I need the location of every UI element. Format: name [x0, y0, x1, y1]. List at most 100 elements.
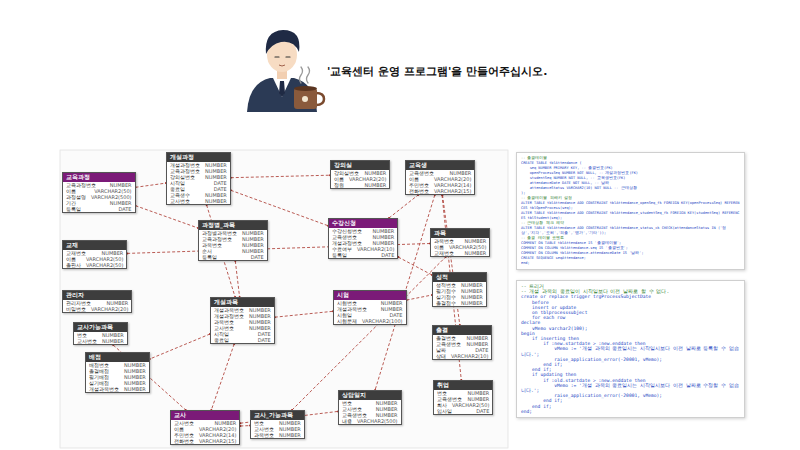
column-row: 이름VARCHAR2(50) [63, 256, 126, 262]
person-with-coffee [247, 30, 324, 112]
column-name: 번호 [437, 390, 447, 396]
column-name: 과목번호 [214, 319, 234, 325]
column-type: NUMBER [110, 182, 132, 188]
column-row: 회사VARCHAR2(50) [434, 402, 492, 408]
relationship-line [389, 195, 418, 218]
code-line: CREATE TABLE tblAttendance ( [521, 161, 740, 166]
table-name: 배점 [86, 353, 149, 362]
column-row: 종료일DATE [211, 337, 274, 343]
column-type: NUMBER [279, 432, 301, 438]
column-type: NUMBER [205, 174, 227, 180]
entity-table: 개설과정개설과정번호NUMBER교육과정번호NUMBER강의실번호NUMBER시… [166, 152, 231, 205]
column-row: 출결번호NUMBER [433, 335, 491, 341]
column-type: NUMBER [242, 236, 264, 242]
column-name: 번호 [342, 400, 352, 406]
column-row: 실기배점NUMBER [86, 380, 149, 386]
column-row: 개설과정번호NUMBER [329, 240, 397, 246]
column-type: NUMBER [373, 228, 395, 234]
column-row: 배점번호NUMBER [86, 362, 149, 368]
column-type: VARCHAR2(50) [452, 402, 489, 408]
column-name: 수료여부 [332, 246, 352, 252]
relationship-line [240, 425, 250, 426]
column-name: 출결번호 [436, 335, 456, 341]
column-type: DATE [258, 331, 271, 337]
column-type: NUMBER [249, 313, 271, 319]
column-row: 교사번호 NUMBER [211, 325, 274, 331]
column-row: 비밀번호VARCHAR2(20) [63, 306, 131, 312]
column-row: 과목번호NUMBER [431, 238, 489, 244]
column-type: NUMBER [381, 306, 403, 312]
code-line: raise_application_error(-20001, vMemo); [521, 357, 740, 362]
code-line: openProcessSeq NUMBER NOT NULL, -- 개설과정번… [521, 171, 740, 176]
code-line: on tblprocesssubject [521, 310, 740, 315]
column-row: 과목번호NUMBER [211, 319, 274, 325]
column-type: VARCHAR2(20) [349, 176, 386, 182]
relationship-line [211, 344, 234, 410]
column-name: 강의실번호 [334, 170, 359, 176]
column-name: 이름 [174, 426, 184, 432]
relationship-line [231, 175, 330, 178]
column-name: 상태 [436, 353, 446, 359]
column-name: 교사번호 [254, 426, 274, 432]
column-type: NUMBER [102, 332, 124, 338]
table-name: 개설과목 [211, 298, 274, 307]
column-row: 개설과목번호NUMBER [211, 307, 274, 313]
column-row: 개설과정번호NUMBER [167, 162, 230, 168]
table-name: 성적 [433, 273, 486, 282]
column-type: NUMBER [249, 325, 271, 331]
column-row: 교육생번호NUMBER [329, 234, 397, 240]
column-type: NUMBER [461, 288, 483, 294]
entity-table: 과목과목번호NUMBER이름VARCHAR2(50)교재번호NUMBER [430, 228, 490, 257]
column-type: NUMBER [365, 182, 387, 188]
code-line: COMMENT ON COLUMN tblAttendance.seq IS '… [521, 246, 740, 251]
column-name: 과목번호 [202, 242, 222, 248]
column-name: 교사번호 [214, 325, 234, 331]
column-row: 출판사VARCHAR2(50) [63, 262, 126, 268]
column-name: 개설과목번호 [214, 307, 244, 313]
column-name: 교육생번호 [409, 170, 434, 176]
entity-table: 배점배점번호NUMBER출결배점NUMBER필기배점NUMBER실기배점NUMB… [85, 352, 150, 393]
column-name: 필기배점 [89, 374, 109, 380]
column-name: 시작일 [170, 180, 185, 186]
column-name: 입사일 [437, 408, 452, 414]
column-type: NUMBER [102, 250, 124, 256]
column-row: 기간NUMBER [63, 200, 135, 206]
column-type: DATE [251, 254, 264, 260]
column-type: DATE [475, 347, 488, 353]
entity-table: 관리자관리자번호NUMBER비밀번호VARCHAR2(20) [62, 290, 132, 313]
column-name: 날짜 [436, 347, 446, 353]
column-type: NUMBER [279, 420, 301, 426]
code-line: end; [521, 261, 740, 266]
code-line: create or replace trigger trgProcessSubj… [521, 294, 740, 299]
column-type: DATE [214, 180, 227, 186]
column-type: NUMBER [205, 168, 227, 174]
column-name: 교육과정번호 [202, 236, 232, 242]
column-name: 이름 [66, 256, 76, 262]
table-name: 과정별_과목 [199, 221, 267, 230]
column-type: DATE [214, 186, 227, 192]
column-type: NUMBER [376, 412, 398, 418]
code-line: ALTER TABLE tblAttendance ADD CONSTRAINT… [521, 201, 740, 211]
column-row: 개설과목번호NUMBER [86, 386, 149, 392]
column-type: NUMBER [381, 300, 403, 306]
column-row: 성적번호NUMBER [433, 282, 486, 288]
column-name: 교육생수 [170, 192, 190, 198]
column-name: 교육과정번호 [66, 182, 96, 188]
relationship-line [235, 261, 239, 297]
code-line: COMMENT ON COLUMN tblAttendance.attendan… [521, 251, 740, 256]
column-type: NUMBER [465, 250, 487, 256]
column-row: 교사번호NUMBER [74, 338, 127, 344]
column-name: 기간 [66, 200, 76, 206]
column-row: 과목번호NUMBER [199, 242, 267, 248]
code-line: before [521, 300, 740, 305]
column-row: 교육과정번호NUMBER [167, 168, 230, 174]
code-line: attendanceDate DATE NOT NULL, -- 날짜 [521, 181, 740, 186]
column-row: 순서NUMBER [199, 248, 267, 254]
entity-table: 취업번호NUMBER교육생번호NUMBER회사VARCHAR2(50)입사일DA… [433, 380, 493, 415]
table-name: 출결 [433, 326, 491, 335]
code-line: ALTER TABLE tblAttendance ADD CONSTRAINT… [521, 211, 740, 221]
column-type: NUMBER [124, 386, 146, 392]
code-line: if :old.startdate > :new.enddate then [521, 378, 740, 383]
column-row: 이름VARCHAR2(50) [63, 188, 135, 194]
table-name: 상담일지 [339, 391, 401, 400]
